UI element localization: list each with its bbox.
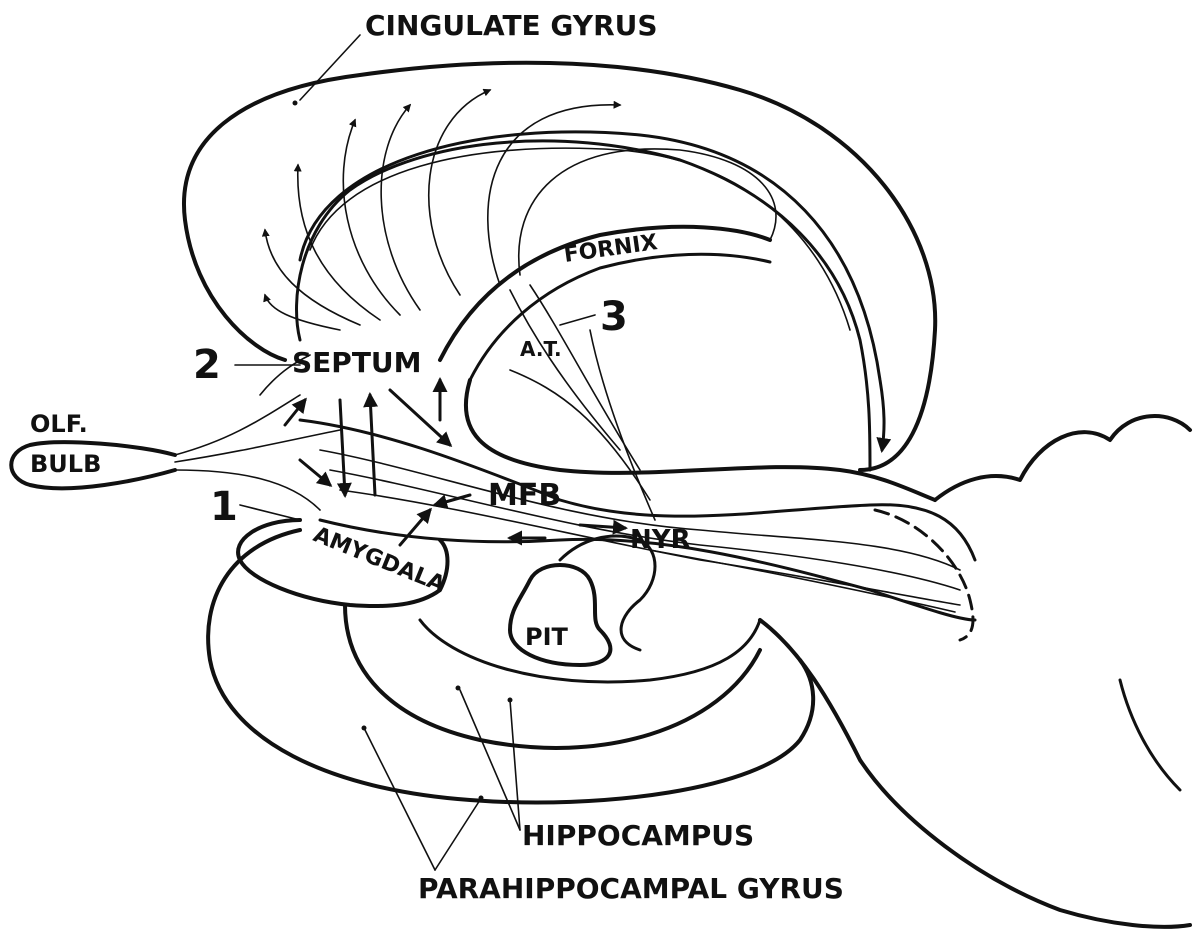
leader-3 [560,315,595,325]
parahippocampal-outer [208,530,813,803]
long-fiber-descending [300,132,884,450]
hippocampus-inner-arc [420,620,760,682]
label-cingulate-gyrus: CINGULATE GYRUS [365,9,658,42]
mfb-nyr-arrow-right [580,525,625,528]
cingulate-leader [300,35,360,100]
amygdala-mfb-arrow [400,510,430,545]
number-1: 1 [210,484,238,530]
leader-dot-cingulate [293,101,298,106]
olf-fiber-2 [175,430,340,462]
label-parahippocampal-gyrus: PARAHIPPOCAMPAL GYRUS [418,872,844,905]
number-3: 3 [600,294,628,340]
leader-dot-para-a [362,726,367,731]
cingulate-fiber-6 [429,90,490,295]
leader-dot-hippo-a [456,686,461,691]
leader-dot-para-b [479,796,484,801]
cerebellum-outline [935,416,1190,500]
label-at: A.T. [520,337,562,361]
leader-dot-hippo-b [508,698,513,703]
label-amygdala: AMYGDALA [310,522,448,597]
septum-amygdala-arrow-2 [370,395,375,495]
cingulate-fiber-4 [343,120,400,315]
septum-amygdala-arrow-1 [340,400,345,495]
cingulate-fiber-5 [381,105,420,310]
parahippocampal-leader-a [365,730,435,870]
label-mfb: MFB [488,478,561,513]
label-septum: SEPTUM [292,346,422,379]
label-nyr: NYR [630,525,691,555]
label-pit: PIT [525,623,569,651]
cerebellum-right-fold [1120,680,1180,790]
number-2: 2 [193,342,221,388]
leader-1 [240,505,300,520]
label-hippocampus: HIPPOCAMPUS [522,819,754,852]
olf-fiber-3 [175,470,320,510]
label-bulb: BULB [30,450,101,478]
label-fornix: FORNIX [562,230,659,268]
cingulate-fiber-1 [265,295,340,330]
olf-amygdala-arrow [300,460,330,485]
olf-fiber-1 [175,395,300,455]
label-olf: OLF. [30,410,88,438]
parahippocampal-leader-b [435,800,480,870]
